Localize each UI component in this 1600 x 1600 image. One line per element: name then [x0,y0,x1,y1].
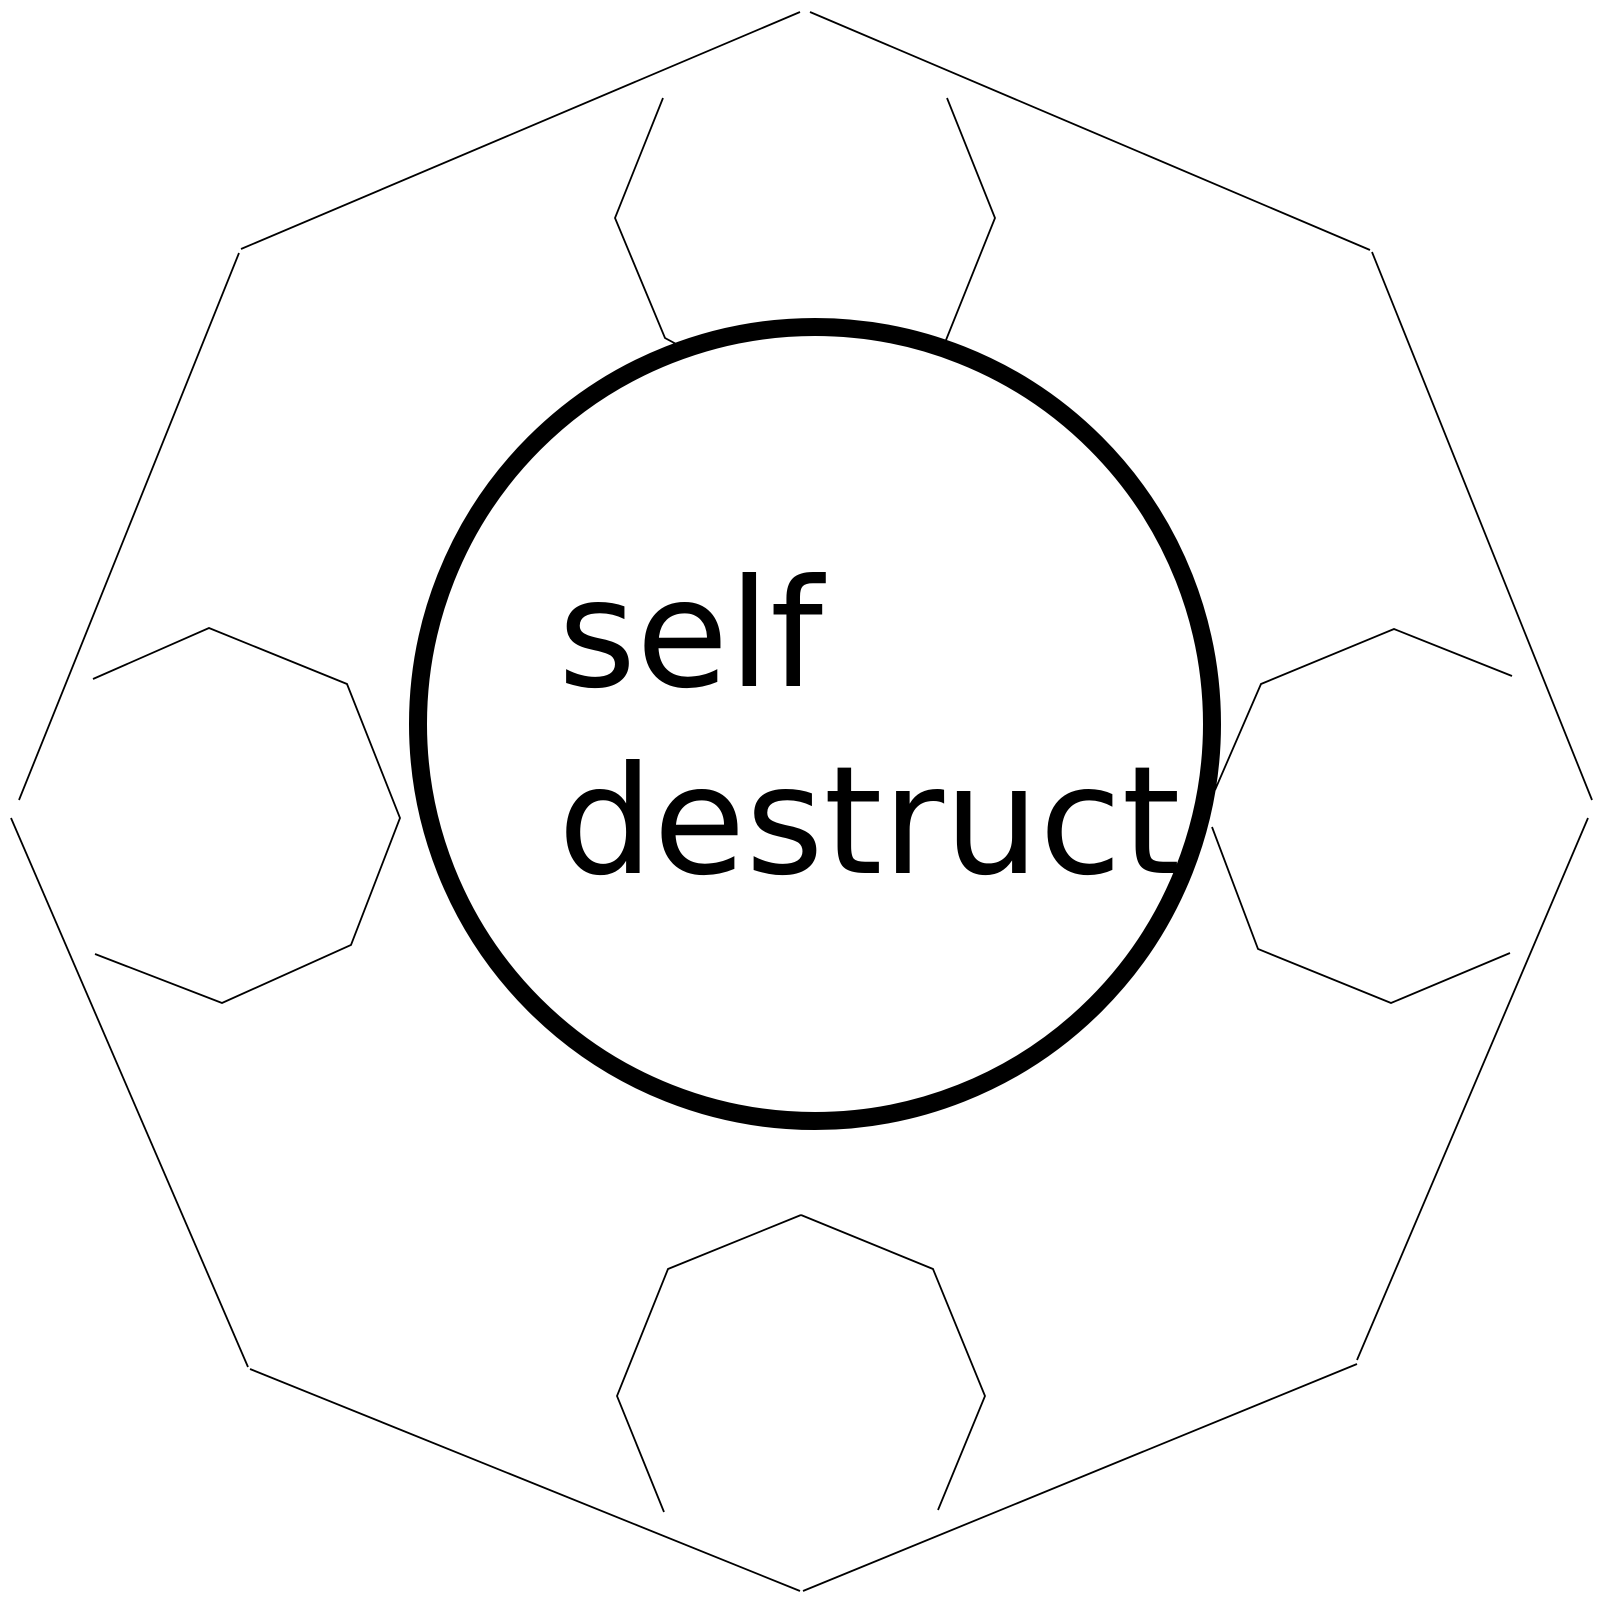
notch-bottom-right-stroke [800,1214,986,1511]
outer-edge-left-upper [18,252,240,801]
label-line-self: self [558,548,826,722]
notch-right [1211,628,1513,1004]
outer-edge-bottom-right [802,1363,1358,1592]
notch-right-lower-stroke [1211,826,1511,1004]
outer-edge-right-upper [1371,251,1593,801]
notch-left-stroke [92,627,401,1004]
outer-octagon-frame [10,11,1593,1592]
notch-right-stroke [1214,628,1513,791]
outer-edge-bottom-left [249,1368,801,1592]
notch-left [92,627,401,1004]
label-line-destruct: destruct [558,735,1181,909]
outer-edge-top-left [240,11,801,250]
outer-edge-right-lower [1356,817,1589,1361]
outer-edge-left-lower [10,817,249,1368]
outer-edge-top-right [809,11,1371,251]
notch-bottom [616,1214,986,1513]
notch-bottom-left-stroke [616,1214,802,1513]
center-ring [409,318,1221,1130]
